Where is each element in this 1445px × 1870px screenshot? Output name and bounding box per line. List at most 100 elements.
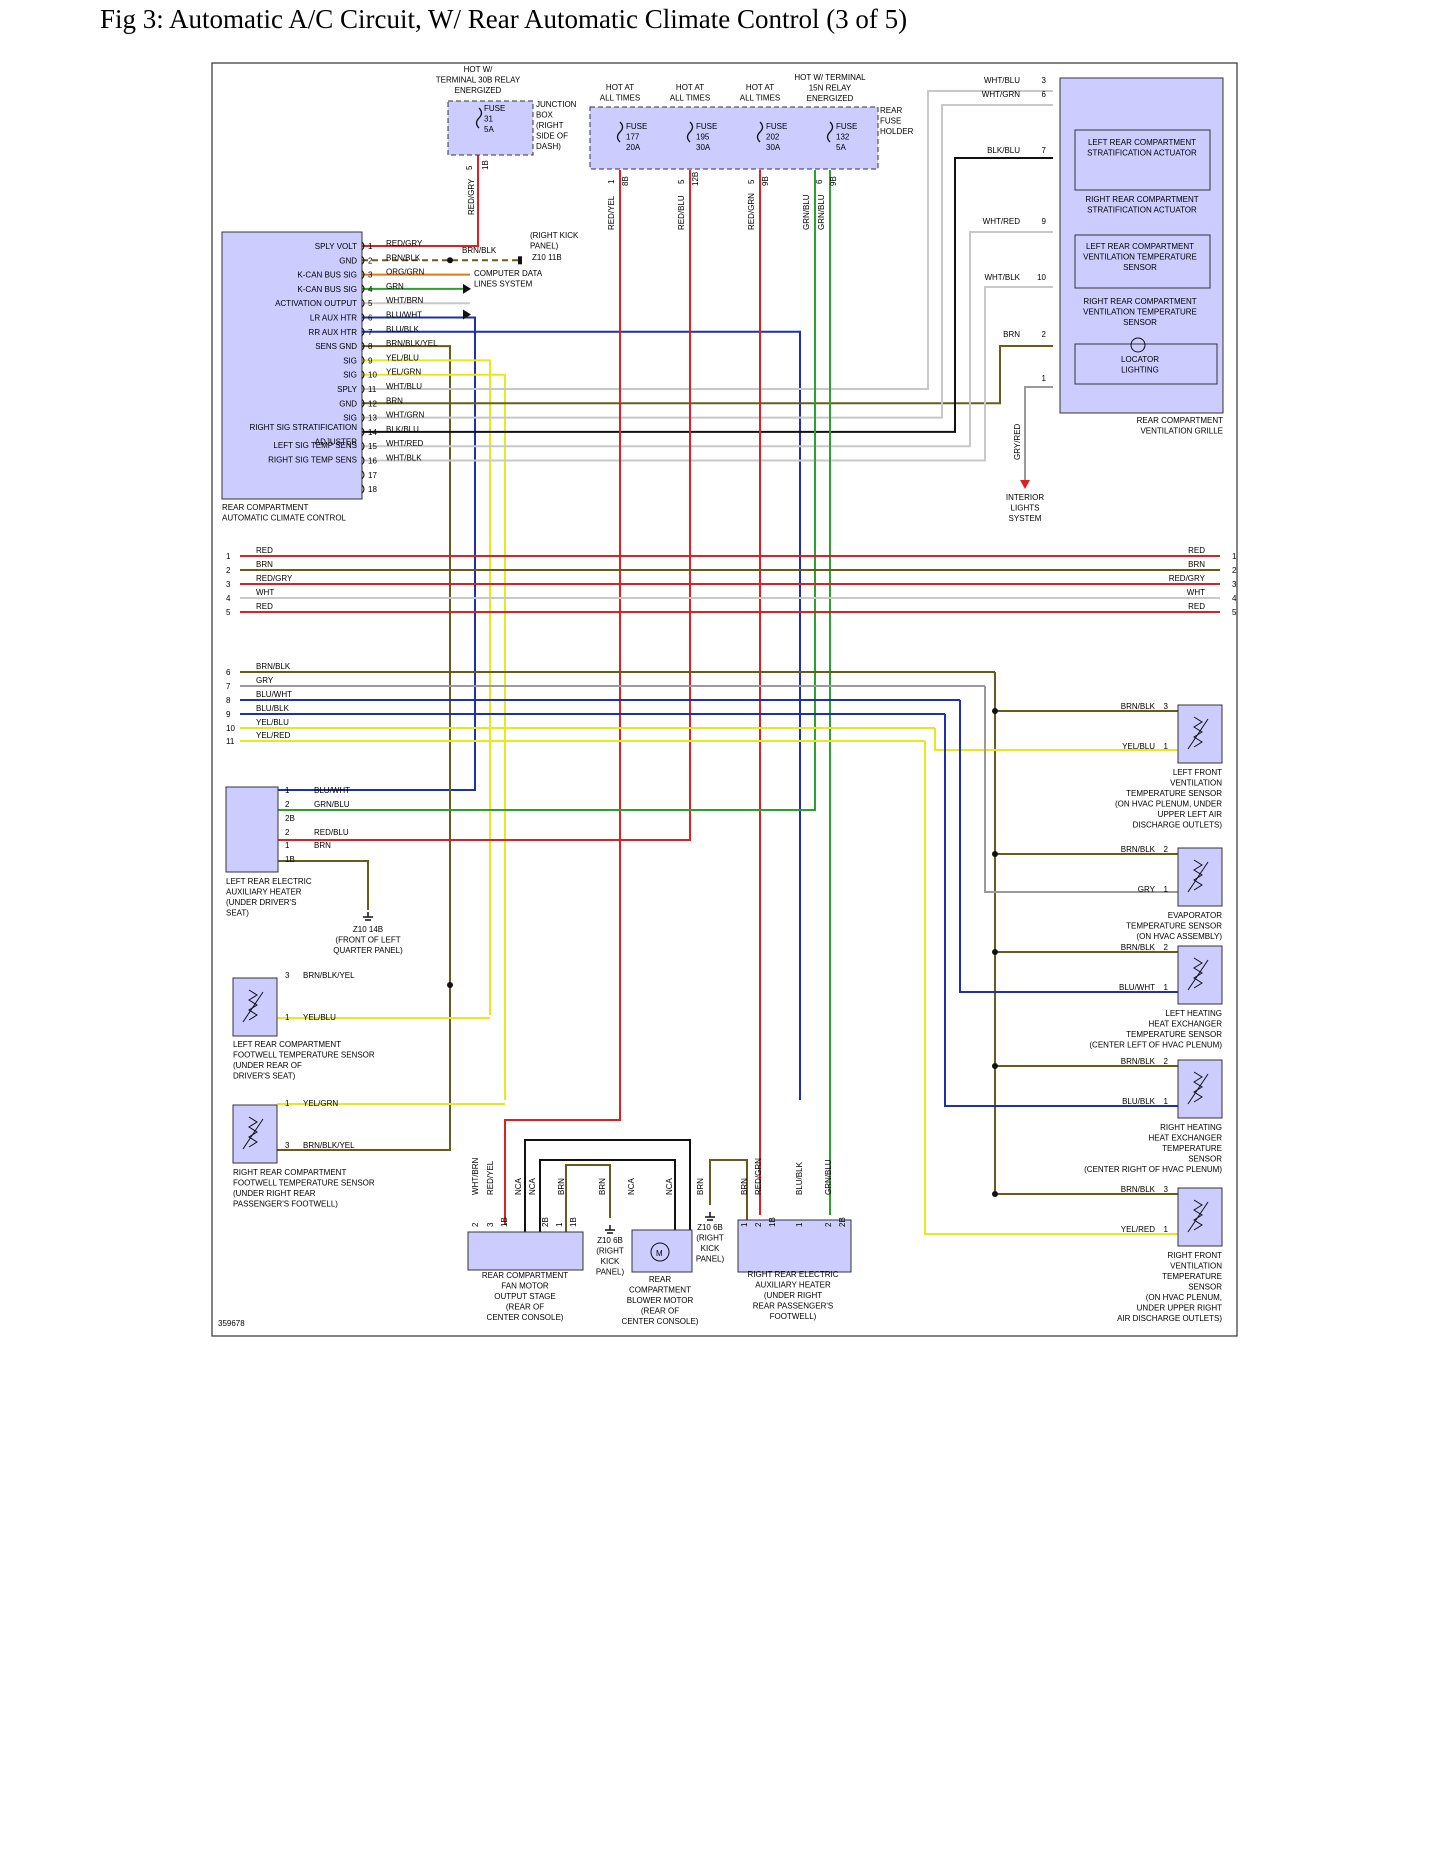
controller-pin-label-13: SIG bbox=[343, 414, 357, 423]
bottom-wire-label-9: BRN bbox=[696, 1178, 705, 1195]
hvac-sensor-2-resistor bbox=[1193, 859, 1203, 891]
sensor-5-sig bbox=[924, 741, 1178, 1235]
bus-num-right-3: 3 bbox=[1232, 580, 1237, 589]
bottom-pin-7: 1 bbox=[740, 1222, 749, 1227]
controller-pin-label-6: LR AUX HTR bbox=[310, 314, 357, 323]
bus-num-right-1: 1 bbox=[1232, 552, 1237, 561]
locator-lighting bbox=[1074, 343, 1218, 385]
controller-pin-label-12: GND bbox=[339, 399, 357, 408]
left-footwell-sensor-body bbox=[232, 977, 278, 1037]
sensor-1-splice bbox=[992, 708, 998, 714]
left-strat-actuator bbox=[1074, 129, 1211, 191]
controller-pin-label-4: K-CAN BUS SIG bbox=[297, 285, 357, 294]
component-layer bbox=[221, 77, 1224, 1273]
sensor-3-wire-a: BRN/BLK bbox=[1121, 943, 1156, 952]
grille-wire-label-6: BRN bbox=[1003, 330, 1020, 339]
wire-ctrl-1 bbox=[362, 155, 479, 247]
controller-pin-8: 8 bbox=[368, 342, 373, 351]
bus-right-label-1: RED bbox=[1188, 546, 1205, 555]
left-footwell-sensor-arrow bbox=[242, 991, 264, 1023]
controller-pin-17: 17 bbox=[368, 471, 377, 480]
bus-num-left-5: 5 bbox=[226, 608, 231, 617]
z10-11b-ground bbox=[518, 256, 522, 265]
grille-wire-label-4: WHT/RED bbox=[983, 217, 1021, 226]
hvac-sensor-3-resistor bbox=[1193, 957, 1203, 989]
grille-pin-6: 2 bbox=[1042, 330, 1047, 339]
junction-box bbox=[447, 100, 534, 156]
left-heater-wire-1: BLU/WHT bbox=[314, 786, 350, 795]
sensor-1-sig bbox=[934, 728, 1178, 751]
rear-auto-climate-control bbox=[221, 231, 363, 500]
controller-pin-label-16: LEFT SIG TEMP SENS bbox=[273, 441, 357, 450]
fuse-pin-2b: 12B bbox=[691, 172, 700, 186]
sensor-4-pin-b: 1 bbox=[1164, 1097, 1169, 1106]
controller-pin-18: 18 bbox=[368, 485, 377, 494]
bus-num-left-1: 1 bbox=[226, 552, 231, 561]
bottom-wire-label-1: WHT/BRN bbox=[471, 1157, 480, 1195]
wire-grn-blu-1 bbox=[275, 170, 816, 811]
bus-num-left-3: 3 bbox=[226, 580, 231, 589]
rear-fuse-holder bbox=[589, 106, 879, 170]
hvac-sensor-3-arrow bbox=[1187, 959, 1209, 991]
ctrl-gnd-wire-label: BRN/BLK bbox=[462, 246, 497, 255]
bus-wire-label-4: WHT bbox=[256, 588, 274, 597]
bus-num-left-4: 4 bbox=[226, 594, 231, 603]
sensor-3-pin-a: 2 bbox=[1164, 943, 1169, 952]
sensor-3-pin-b: 1 bbox=[1164, 983, 1169, 992]
bus-right-label-4: WHT bbox=[1187, 588, 1205, 597]
wire-ctrl-13 bbox=[362, 104, 1053, 419]
page-title: Fig 3: Automatic A/C Circuit, W/ Rear Au… bbox=[100, 4, 908, 34]
grille-wire-label-5: WHT/BLK bbox=[984, 273, 1020, 282]
sensor-4-sig bbox=[944, 714, 1178, 1107]
hvac-sensor-5-arrow bbox=[1187, 1201, 1209, 1233]
wire-ctrl-12 bbox=[362, 345, 1053, 405]
bottom-wire-label-11: RED/GRN bbox=[754, 1158, 763, 1195]
bus-wire-label-5: RED bbox=[256, 602, 273, 611]
wire-ctrl-14 bbox=[362, 157, 1053, 433]
bottom-wire-label-13: GRN/BLU bbox=[824, 1159, 833, 1195]
sensor-2-pin-a: 2 bbox=[1164, 845, 1169, 854]
controller-pin-10: 10 bbox=[368, 371, 377, 380]
controller-wire-label-5: WHT/BRN bbox=[386, 296, 424, 305]
left-heater-pin-6: 1B bbox=[285, 855, 295, 864]
hvac-sensor-4-arrow bbox=[1187, 1073, 1209, 1105]
wire-ctrl-16 bbox=[362, 286, 1053, 462]
wire-red-gry-label: RED/GRY bbox=[467, 178, 476, 215]
controller-pin-label-2: GND bbox=[339, 256, 357, 265]
wire-motor-2 bbox=[539, 1159, 676, 1232]
left-heater-pin-2: 2 bbox=[285, 800, 290, 809]
controller-connector-10 bbox=[361, 370, 365, 380]
controller-wire-label-15: WHT/RED bbox=[386, 439, 424, 448]
controller-wire-label-14: BLK/BLU bbox=[386, 425, 419, 434]
fuse-pin-4a: 6 bbox=[815, 179, 824, 184]
bus-wire-label-2: BRN bbox=[256, 560, 273, 569]
left-footwell-wire-2: YEL/BLU bbox=[303, 1013, 336, 1022]
controller-connector-7 bbox=[361, 327, 365, 337]
hvac-sensor-1-resistor bbox=[1193, 716, 1203, 748]
bus-wire-label-10: YEL/BLU bbox=[256, 718, 289, 727]
bottom-wire-label-5: BRN bbox=[557, 1178, 566, 1195]
footwell-splice bbox=[447, 982, 453, 988]
left-footwell-pin-1: 1 bbox=[285, 1013, 290, 1022]
controller-wire-label-7: BLU/BLK bbox=[386, 325, 420, 334]
hvac-sensor-1-body bbox=[1177, 704, 1223, 764]
controller-pin-13: 13 bbox=[368, 414, 377, 423]
fuse-pin-4b: 9B bbox=[829, 176, 838, 186]
